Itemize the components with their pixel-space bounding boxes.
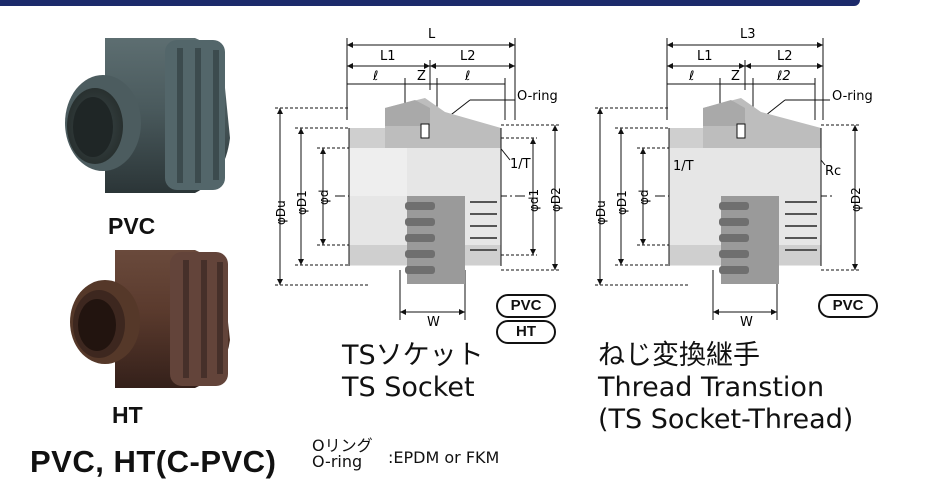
taper-callout: 1/T: [510, 157, 531, 172]
taper-callout: 1/T: [673, 159, 694, 174]
dim-l-right: ℓ: [464, 69, 470, 84]
caption-thread-en2: (TS Socket-Thread): [598, 404, 854, 435]
oring-label-jp: Oリング: [312, 436, 373, 455]
pvc-label: PVC: [108, 213, 156, 239]
badge-ht-1: HT: [496, 320, 556, 344]
dim-Z: Z: [417, 69, 426, 84]
dim-l-left: ℓ: [372, 69, 378, 84]
ht-union-photo: [70, 250, 230, 388]
badge-pvc-2: PVC: [818, 294, 878, 318]
badge-pvc-1: PVC: [496, 294, 556, 318]
oring-callout: O-ring: [517, 89, 558, 104]
phi-d: φd: [317, 189, 331, 205]
ht-label: HT: [112, 402, 143, 428]
dim-L2: L2: [460, 49, 476, 64]
dim-L2: L2: [777, 49, 793, 64]
caption-ts-socket-jp: TSソケット: [342, 340, 484, 371]
phi-D1: φD1: [615, 190, 629, 215]
phi-d1: φd1: [527, 189, 541, 212]
dim-L: L: [428, 27, 436, 42]
phi-d: φd: [637, 189, 651, 205]
top-rule: [0, 0, 860, 6]
pvc-union-photo: [65, 38, 230, 193]
ts-socket-diagram: L L1 L2 ℓ Z ℓ O-ring 1/T φDu φD1 φd φd1 …: [274, 27, 563, 330]
oring-callout: O-ring: [832, 89, 873, 104]
phi-Du: φDu: [274, 200, 288, 225]
dim-L1: L1: [380, 49, 396, 64]
dim-W: W: [427, 315, 440, 330]
phi-Du: φDu: [594, 200, 608, 225]
caption-thread-jp: ねじ変換継手: [598, 340, 760, 371]
dim-Z: Z: [731, 69, 740, 84]
caption-ts-socket-en: TS Socket: [342, 372, 475, 403]
dim-W: W: [740, 315, 753, 330]
phi-D2: φD2: [849, 187, 863, 212]
dim-l: ℓ: [688, 69, 694, 84]
dim-L1: L1: [697, 49, 713, 64]
rc-callout: Rc: [825, 164, 841, 179]
dim-L3: L3: [740, 27, 756, 42]
dim-l2: ℓ2: [776, 69, 791, 84]
thread-transition-diagram: L3 L1 L2 ℓ Z ℓ2 O-ring 1/T Rc φDu φD1 φd…: [594, 27, 873, 330]
caption-thread-en1: Thread Transtion: [598, 372, 825, 403]
phi-D2: φD2: [549, 187, 563, 212]
oring-material: :EPDM or FKM: [388, 448, 500, 467]
material-title: PVC, HT(C-PVC): [30, 444, 277, 479]
phi-D1: φD1: [295, 190, 309, 215]
oring-label-en: O-ring: [312, 452, 363, 471]
